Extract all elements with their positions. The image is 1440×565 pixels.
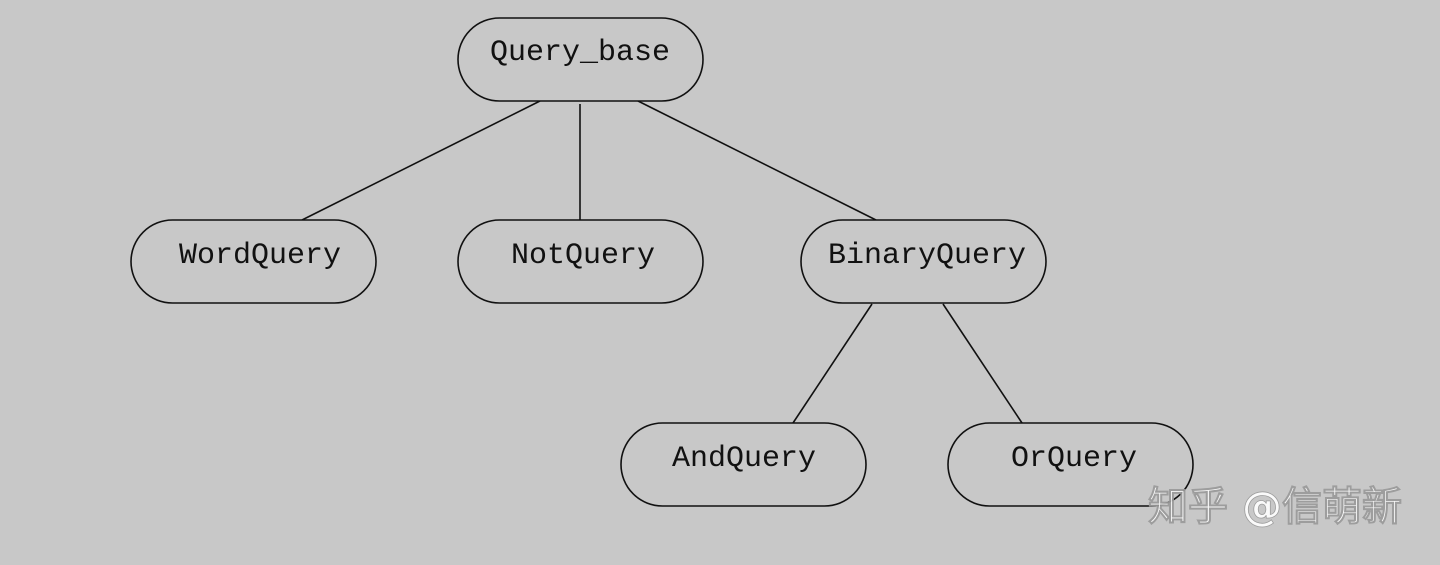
- node-not-query: NotQuery: [457, 219, 704, 304]
- node-word-query-label: WordQuery: [179, 239, 341, 273]
- node-query-base-label: Query_base: [490, 36, 670, 70]
- edge-querybase-binaryquery: [637, 100, 877, 221]
- node-and-query-label: AndQuery: [672, 442, 816, 476]
- node-not-query-label: NotQuery: [511, 239, 655, 273]
- watermark: 知乎 @信萌新: [1148, 484, 1402, 530]
- node-and-query: AndQuery: [620, 422, 867, 507]
- node-or-query-label: OrQuery: [1011, 442, 1137, 476]
- edge-querybase-wordquery: [301, 100, 541, 221]
- node-or-query: OrQuery: [947, 422, 1194, 507]
- node-binary-query: BinaryQuery: [800, 219, 1047, 304]
- node-word-query: WordQuery: [130, 219, 377, 304]
- edge-binaryquery-andquery: [792, 303, 873, 424]
- edge-binaryquery-orquery: [942, 303, 1023, 424]
- node-query-base: Query_base: [457, 17, 704, 102]
- node-binary-query-label: BinaryQuery: [828, 239, 1026, 273]
